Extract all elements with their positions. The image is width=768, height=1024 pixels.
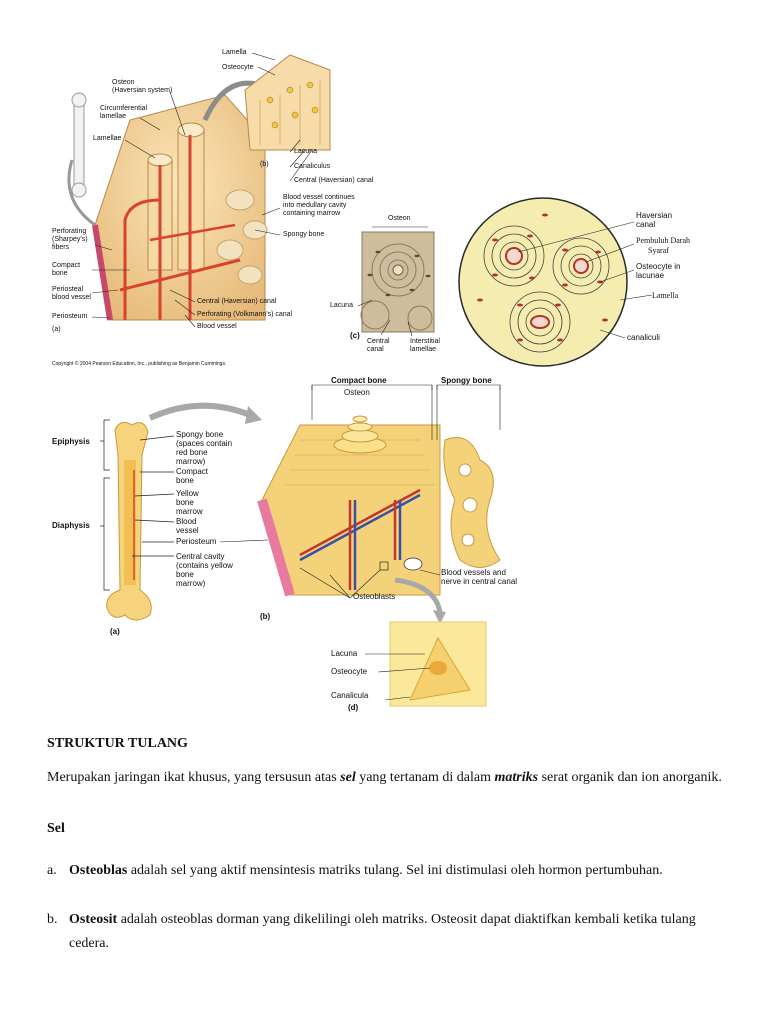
bone-label-blood-nerve: Blood vessels and nerve in central canal: [441, 568, 517, 586]
bone-label-epiphysis: Epiphysis: [52, 437, 90, 446]
list-marker: b.: [47, 908, 58, 932]
list-item-text: adalah sel yang aktif mensintesis matrik…: [127, 863, 662, 878]
intro-text-2: yang tertanam di dalam: [356, 770, 495, 785]
list-item-body: Osteoblas adalah sel yang aktif mensinte…: [69, 859, 737, 883]
label-central-canal: Central (Haversian) canal: [197, 298, 276, 306]
micrograph-label-central-canal: Central canal: [367, 338, 390, 354]
intro-term-matriks: matriks: [495, 770, 539, 785]
label-periosteal: Periosteal blood vessel: [52, 286, 91, 302]
bone-label-yellow-marrow: Yellow bone marrow: [176, 489, 203, 516]
intro-text-1: Merupakan jaringan ikat khusus, yang ter…: [47, 770, 340, 785]
list-item-text: adalah osteoblas dorman yang dikelilingi…: [69, 912, 696, 951]
bone-label-b: (b): [260, 612, 270, 621]
bone-label-d: (d): [348, 703, 358, 712]
copyright: Copyright © 2004 Pearson Education, Inc.…: [52, 361, 226, 367]
subheading-sel: Sel: [47, 817, 737, 841]
intro-term-sel: sel: [340, 770, 356, 785]
bone-label-osteocyte: Osteocyte: [331, 668, 367, 676]
bone-label-osteon: Osteon: [344, 389, 370, 397]
intro-paragraph: Merupakan jaringan ikat khusus, yang ter…: [47, 766, 737, 790]
label-a: (a): [52, 326, 61, 334]
bone-label-periosteum: Periosteum: [176, 538, 216, 546]
label-lacuna: Lacuna: [294, 148, 317, 156]
haversian-label-pembuluh: Pembuluh Darah: [636, 236, 690, 245]
label-compact-bone: Compact bone: [52, 262, 80, 278]
bone-label-lacuna: Lacuna: [331, 650, 357, 658]
label-blood-vessel: Blood vessel: [197, 323, 237, 331]
label-lamella: Lamella: [222, 49, 247, 57]
list-item-term: Osteosit: [69, 912, 117, 927]
label-central-canal-b: Central (Haversian) canal: [294, 177, 373, 185]
bone-title-spongy: Spongy bone: [441, 376, 492, 385]
label-b: (b): [260, 161, 269, 169]
bone-label-a: (a): [110, 627, 120, 636]
haversian-label-lamella: Lamella: [652, 291, 678, 300]
micrograph-label-osteon: Osteon: [388, 215, 411, 223]
micrograph-label-c: (c): [350, 331, 360, 340]
micrograph-label-interstitial: Interstitial lamellae: [410, 338, 440, 354]
bone-label-canalicula: Canalicula: [331, 692, 368, 700]
intro-text-3: serat organik dan ion anorganik.: [538, 770, 722, 785]
bone-label-spongy: Spongy bone (spaces contain red bone mar…: [176, 430, 232, 466]
haversian-label-canaliculi: canaliculi: [627, 333, 660, 342]
haversian-label-osteocyte: Osteocyte in lacunae: [636, 262, 680, 280]
label-circumferential: Circumferential lamellae: [100, 105, 147, 121]
label-perforating-canal: Perforating (Volkmann's) canal: [197, 311, 292, 319]
label-osteocyte: Osteocyte: [222, 64, 254, 72]
bone-label-diaphysis: Diaphysis: [52, 521, 90, 530]
bone-label-compact: Compact bone: [176, 467, 208, 485]
label-spongy-bone: Spongy bone: [283, 231, 324, 239]
bone-title-compact: Compact bone: [331, 376, 387, 385]
haversian-label-canal: Haversian canal: [636, 211, 672, 229]
label-canaliculus: Canaliculus: [294, 163, 330, 171]
bone-label-central-cavity: Central cavity (contains yellow bone mar…: [176, 552, 233, 588]
bone-label-blood-vessel: Blood vessel: [176, 517, 199, 535]
list-marker: a.: [47, 859, 57, 883]
label-periosteum: Periosteum: [52, 313, 87, 321]
micrograph-label-lacuna: Lacuna: [330, 302, 353, 310]
list-item-body: Osteosit adalah osteoblas dorman yang di…: [69, 908, 737, 956]
label-blood-vessel-continues: Blood vessel continues into medullary ca…: [283, 194, 355, 218]
haversian-label-syaraf: Syaraf: [648, 246, 669, 255]
bone-label-osteoblasts: Osteoblasts: [353, 593, 395, 601]
label-lamellae: Lamellae: [93, 135, 121, 143]
list-item-term: Osteoblas: [69, 863, 127, 878]
section-heading: STRUKTUR TULANG: [47, 732, 737, 756]
label-perforating-fibers: Perforating (Sharpey's) fibers: [52, 228, 88, 252]
label-osteon: Osteon (Haversian system): [112, 79, 172, 95]
